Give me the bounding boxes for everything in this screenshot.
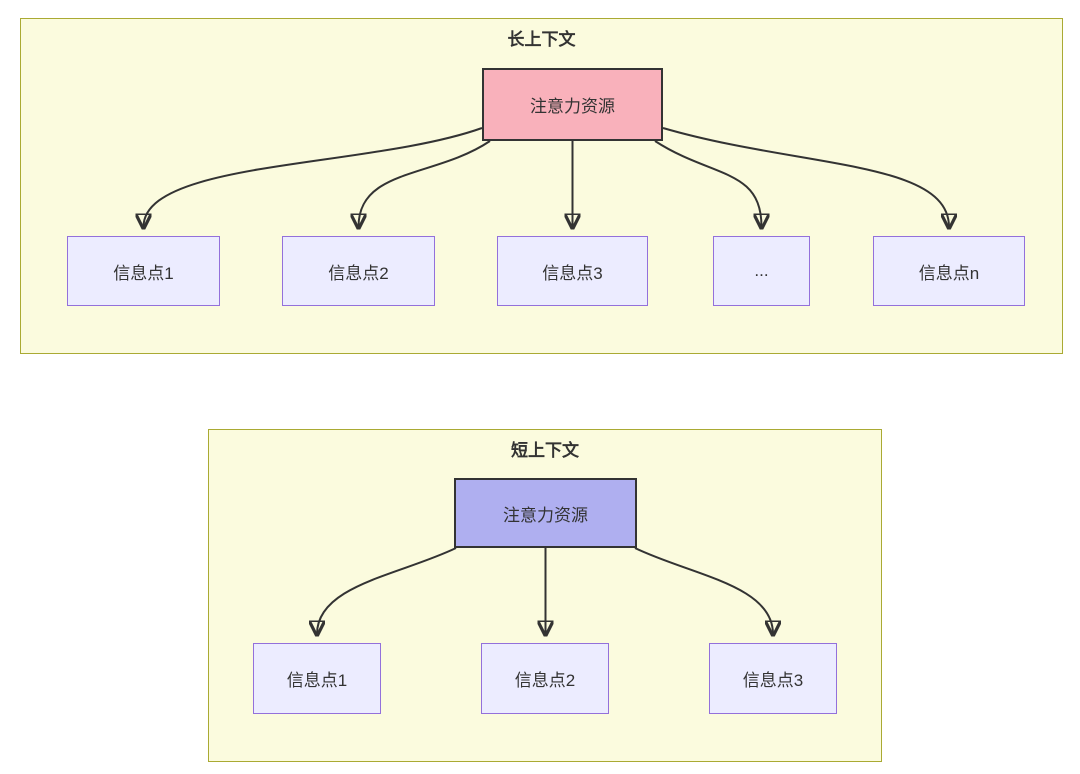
info-node-long-n: 信息点n bbox=[873, 236, 1025, 306]
info-node-short-3: 信息点3 bbox=[709, 643, 837, 714]
info-node-long-1: 信息点1 bbox=[67, 236, 220, 306]
attention-resource-node-short: 注意力资源 bbox=[454, 478, 637, 548]
info-node-label: 信息点3 bbox=[542, 263, 603, 283]
info-node-label: ... bbox=[754, 261, 769, 280]
info-node-long-2: 信息点2 bbox=[282, 236, 435, 306]
info-node-short-2: 信息点2 bbox=[481, 643, 609, 714]
info-node-long-3: 信息点3 bbox=[497, 236, 648, 306]
attention-resource-label-long: 注意力资源 bbox=[530, 97, 615, 116]
short-context-title: 短上下文 bbox=[511, 441, 579, 460]
info-node-label: 信息点1 bbox=[286, 671, 348, 690]
info-node-label: 信息点3 bbox=[742, 671, 804, 690]
attention-resource-node-long: 注意力资源 bbox=[482, 68, 663, 141]
info-node-short-1: 信息点1 bbox=[253, 643, 381, 714]
info-node-label: 信息点2 bbox=[514, 671, 576, 690]
attention-resource-label-short: 注意力资源 bbox=[503, 505, 588, 525]
info-node-label: 信息点2 bbox=[328, 263, 389, 283]
long-context-title: 长上下文 bbox=[507, 30, 576, 49]
info-node-long-ellipsis: ... bbox=[713, 236, 810, 306]
info-node-label: 信息点1 bbox=[113, 263, 174, 283]
info-node-label: 信息点n bbox=[918, 263, 980, 283]
